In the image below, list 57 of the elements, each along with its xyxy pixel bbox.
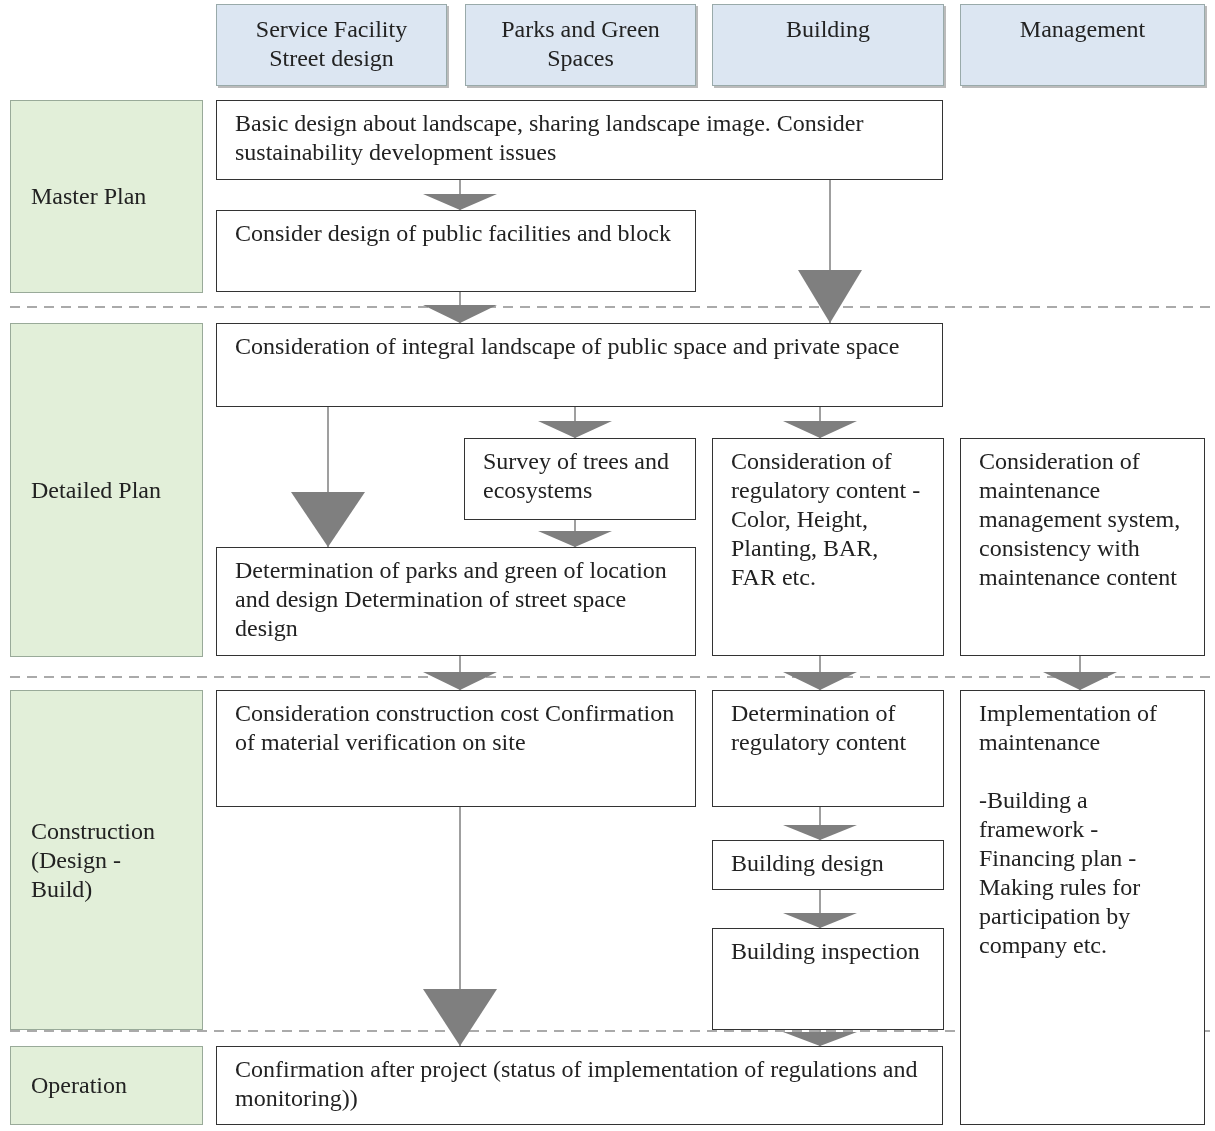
box-text: Survey of trees and ecosystems bbox=[483, 447, 670, 505]
process-box bbox=[712, 840, 944, 890]
arrow bbox=[423, 806, 497, 1047]
process-box bbox=[712, 928, 944, 1030]
box-text: Management bbox=[1018, 15, 1147, 44]
process-box bbox=[464, 438, 696, 520]
box-text: Basic design about landscape, sharing landscape image. Consider sustainability development issues bbox=[235, 109, 865, 167]
arrow bbox=[423, 291, 497, 324]
box-text: Construction (Design - Build) bbox=[31, 816, 156, 904]
box-text: Detailed Plan bbox=[31, 475, 161, 505]
row-header bbox=[10, 323, 203, 657]
box-body-text: -Building a framework -Financing plan -Making rules for participation by company etc. bbox=[979, 786, 1142, 960]
arrow bbox=[423, 655, 497, 691]
arrow bbox=[783, 1029, 857, 1047]
arrow bbox=[783, 655, 857, 691]
column-header bbox=[216, 4, 447, 86]
row-header bbox=[10, 100, 203, 293]
box-text: Operation bbox=[31, 1071, 127, 1100]
arrow bbox=[783, 889, 857, 929]
box-text: Confirmation after project (status of implementation of regulations and monitoring)) bbox=[235, 1055, 919, 1113]
box-text: Consideration of integral landscape of public space and private space bbox=[235, 332, 901, 361]
column-header bbox=[960, 4, 1205, 86]
process-box bbox=[216, 1046, 943, 1125]
row-header bbox=[10, 1046, 203, 1125]
box-text: Building design bbox=[731, 849, 885, 878]
box-text: Implementation of maintenance bbox=[979, 699, 1158, 757]
row-header bbox=[10, 690, 203, 1030]
process-box bbox=[216, 547, 696, 656]
column-header bbox=[465, 4, 696, 86]
process-box bbox=[960, 690, 1205, 1125]
process-box bbox=[216, 210, 696, 292]
box-text: Determination of regulatory content bbox=[731, 699, 908, 757]
box-text: Determination of parks and green of location and design Determination of street space design bbox=[235, 556, 668, 643]
arrow bbox=[538, 519, 612, 548]
box-text: Parks and Green Spaces bbox=[500, 15, 661, 73]
process-box bbox=[216, 690, 696, 807]
arrow bbox=[538, 406, 612, 439]
box-text: Building bbox=[785, 15, 871, 44]
process-box bbox=[216, 323, 943, 407]
box-text: Building inspection bbox=[731, 937, 921, 966]
box-text: Consideration of regulatory content - Color, Height, Planting, BAR, FAR etc. bbox=[731, 447, 922, 592]
process-box bbox=[216, 100, 943, 180]
box-text: Consideration of maintenance management system, consistency with maintenance content bbox=[979, 447, 1182, 592]
arrow bbox=[783, 406, 857, 439]
column-header bbox=[712, 4, 944, 86]
box-text: Consideration construction cost Confirmation of material verification on site bbox=[235, 699, 676, 757]
box-text: Service Facility Street design bbox=[254, 15, 409, 73]
arrow bbox=[1043, 655, 1117, 691]
process-box bbox=[960, 438, 1205, 656]
process-box bbox=[712, 690, 944, 807]
arrow bbox=[291, 406, 365, 548]
arrow bbox=[798, 179, 862, 324]
arrow bbox=[783, 806, 857, 841]
process-box bbox=[712, 438, 944, 656]
arrow bbox=[423, 179, 497, 211]
box-text: Master Plan bbox=[31, 182, 147, 211]
box-text: Consider design of public facilities and block bbox=[235, 219, 672, 248]
